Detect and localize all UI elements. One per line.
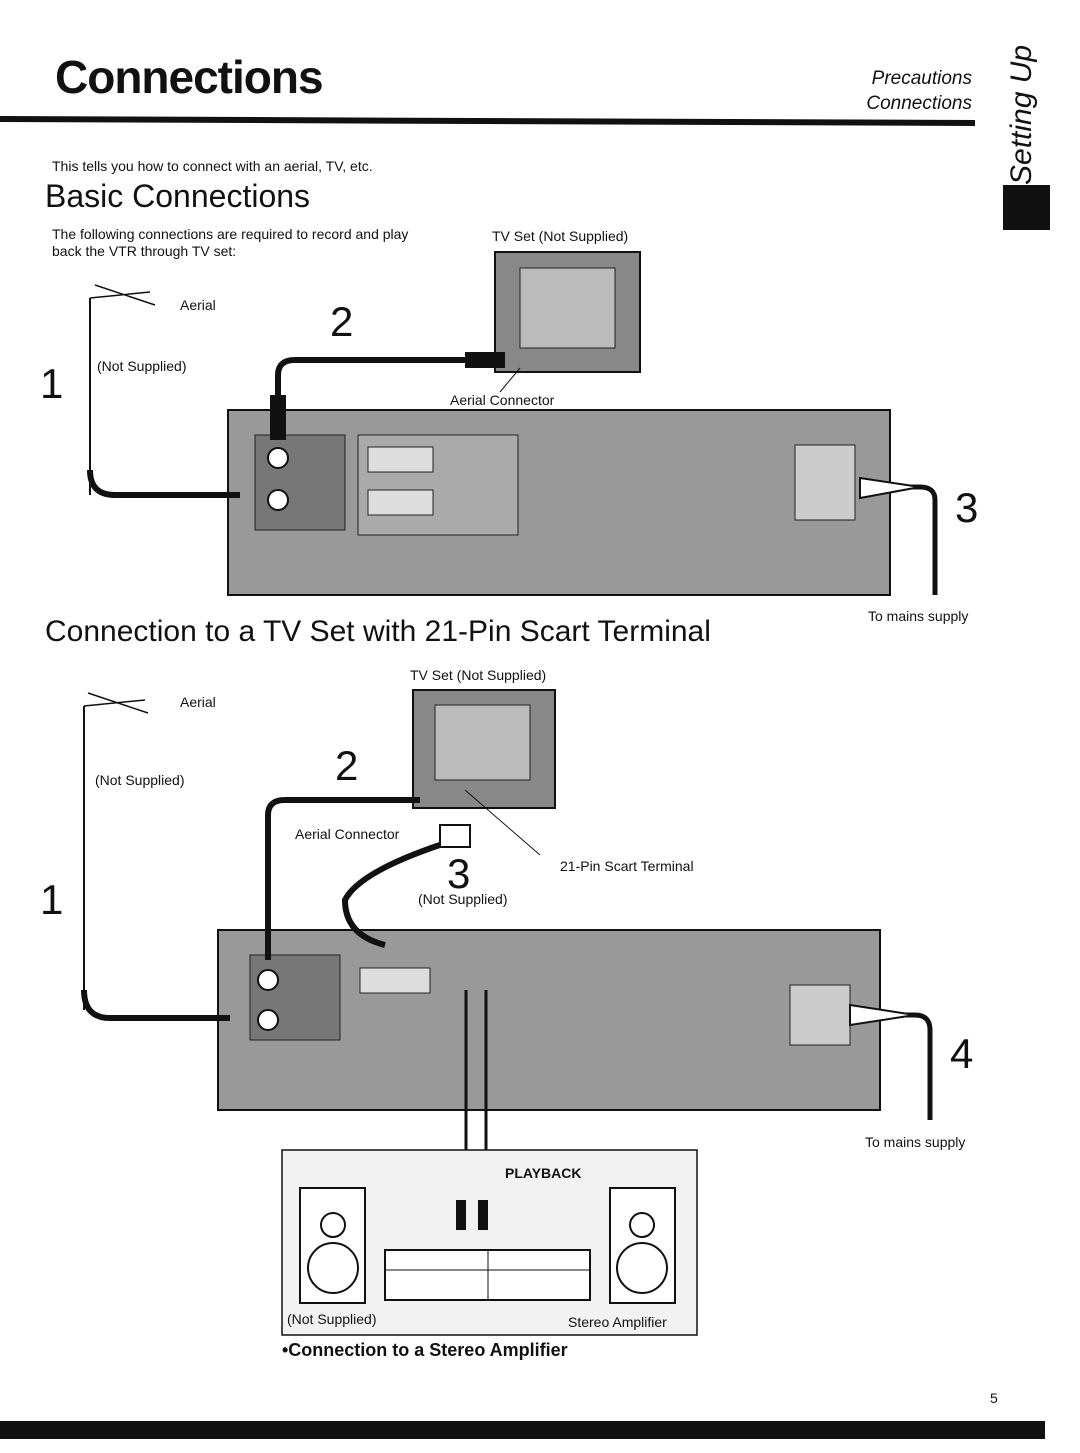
footer-bar — [0, 1421, 1045, 1439]
amp-caption: •Connection to a Stereo Amplifier — [282, 1340, 568, 1360]
scart-step-4: 4 — [950, 1030, 974, 1077]
basic-mains-label: To mains supply — [868, 608, 969, 624]
playback-label: PLAYBACK — [505, 1165, 582, 1181]
scart-aerial-label: Aerial — [180, 694, 216, 710]
scart-tv-label: TV Set (Not Supplied) — [410, 667, 547, 683]
page-number: 5 — [990, 1390, 998, 1406]
scart-terminal-label: 21-Pin Scart Terminal — [560, 858, 694, 874]
basic-not-supplied: (Not Supplied) — [97, 358, 187, 374]
speaker-right — [609, 1187, 676, 1304]
scart-diagram — [81, 689, 933, 1180]
basic-desc-1: The following connections are required t… — [52, 226, 409, 242]
scart-step-2: 2 — [335, 742, 359, 789]
basic-aerial-connector: Aerial Connector — [450, 392, 555, 408]
basic-diagram — [87, 251, 938, 596]
breadcrumb-precautions[interactable]: Precautions — [871, 68, 972, 89]
section-tab-block — [1003, 185, 1050, 230]
scart-mains-label: To mains supply — [865, 1134, 966, 1150]
scart-step-1: 1 — [40, 876, 64, 923]
amplifier-diagram — [281, 1149, 698, 1336]
basic-step-2: 2 — [330, 298, 354, 345]
scart-step-3: 3 — [447, 850, 471, 897]
amp-label: Stereo Amplifier — [568, 1314, 667, 1330]
intro-text: This tells you how to connect with an ae… — [52, 158, 373, 174]
basic-aerial-label: Aerial — [180, 297, 216, 313]
scart-cable-not-supplied: (Not Supplied) — [418, 891, 508, 907]
basic-tv-label: TV Set (Not Supplied) — [492, 228, 629, 244]
page-title: Connections — [55, 51, 324, 103]
section-tab-label: Setting Up — [1005, 44, 1038, 185]
scart-not-supplied: (Not Supplied) — [95, 772, 185, 788]
basic-desc-2: back the VTR through TV set: — [52, 243, 237, 259]
speaker-left — [299, 1187, 366, 1304]
basic-step-1: 1 — [40, 360, 64, 407]
scart-aerial-connector: Aerial Connector — [295, 826, 400, 842]
amp-not-supplied: (Not Supplied) — [287, 1311, 377, 1327]
basic-heading: Basic Connections — [45, 178, 311, 214]
basic-step-3: 3 — [955, 484, 979, 531]
scart-heading: Connection to a TV Set with 21-Pin Scart… — [45, 615, 711, 648]
header-rule — [0, 116, 975, 126]
breadcrumb-connections[interactable]: Connections — [866, 93, 972, 114]
